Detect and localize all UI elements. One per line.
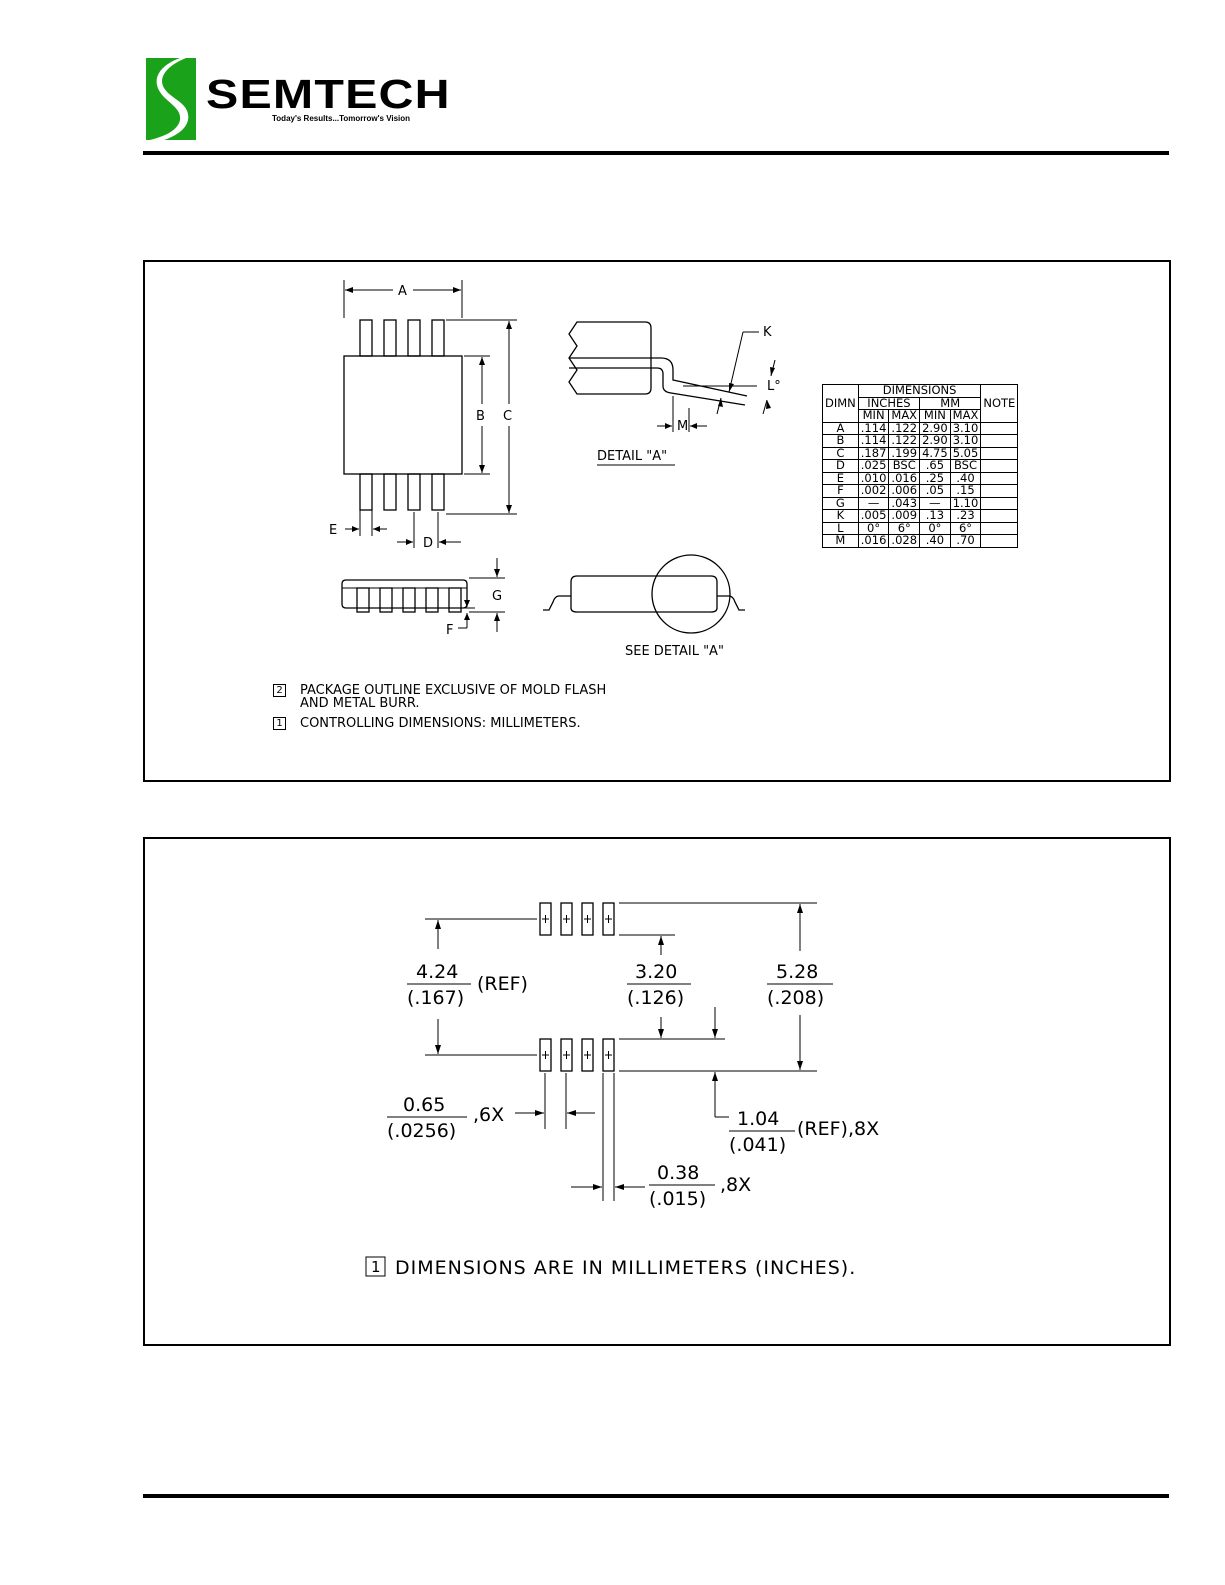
dim-label-a: A bbox=[398, 284, 407, 299]
land-note-number: 1 bbox=[371, 1258, 381, 1276]
note-number-box: 2 bbox=[273, 684, 286, 697]
dim-overall-mm: 5.28 bbox=[776, 961, 818, 983]
dim-pitch-count: ,6X bbox=[473, 1104, 504, 1126]
detail-body-section bbox=[568, 321, 652, 395]
note-number-box: 1 bbox=[273, 717, 286, 730]
dim-padw-in: (.015) bbox=[649, 1188, 706, 1210]
dim-label-m: M bbox=[677, 419, 688, 434]
bottom-leads bbox=[359, 473, 445, 511]
dim-padw-count: ,8X bbox=[720, 1174, 751, 1196]
outline-drawing-panel: A B C E D bbox=[143, 260, 1171, 782]
cell-note bbox=[980, 471, 1019, 485]
outline-drawing: A B C E D bbox=[329, 280, 781, 659]
detail-a-callout-circle bbox=[651, 554, 731, 634]
land-note-text: DIMENSIONS ARE IN MILLIMETERS (INCHES). bbox=[395, 1257, 856, 1279]
cell-mm-min: .40 bbox=[919, 534, 951, 548]
table-row: F .002 .006 .05 .15 bbox=[822, 484, 1019, 498]
cell-dim: M bbox=[822, 534, 859, 548]
side-view-leads bbox=[356, 587, 462, 613]
see-detail-a-caption: SEE DETAIL "A" bbox=[625, 644, 724, 659]
note-text: CONTROLLING DIMENSIONS: MILLIMETERS. bbox=[300, 716, 581, 731]
cell-note bbox=[980, 509, 1019, 523]
note-package-outline: 2 PACKAGE OUTLINE EXCLUSIVE OF MOLD FLASH… bbox=[273, 684, 606, 710]
dim-label-e: E bbox=[329, 523, 337, 538]
note-text: PACKAGE OUTLINE EXCLUSIVE OF MOLD FLASH bbox=[300, 683, 607, 698]
table-row: C .187 .199 4.75 5.05 bbox=[822, 446, 1019, 460]
table-row: A .114 .122 2.90 3.10 bbox=[822, 421, 1019, 435]
cell-note bbox=[980, 446, 1019, 460]
table-row: K .005 .009 .13 .23 bbox=[822, 509, 1019, 523]
detail-a-caption: DETAIL "A" bbox=[597, 449, 667, 464]
package-body-top-view bbox=[343, 355, 463, 475]
dim-padlen-suffix: (REF),8X bbox=[797, 1118, 879, 1140]
table-row: D .025 BSC .65 BSC bbox=[822, 459, 1019, 473]
dim-ref-in: (.167) bbox=[407, 987, 464, 1009]
dim-inner-mm: 3.20 bbox=[635, 961, 677, 983]
semtech-logo: SEMTECH Today's Results...Tomorrow's Vis… bbox=[146, 58, 506, 144]
cell-note bbox=[980, 521, 1019, 535]
dim-ref-mm: 4.24 bbox=[416, 961, 458, 983]
table-title: DIMENSIONS bbox=[857, 384, 982, 398]
table-dim-header: DIMN bbox=[822, 384, 859, 423]
dimensions-table: DIMN DIMENSIONS NOTE INCHES MM MIN MAX M… bbox=[822, 384, 1019, 548]
footer-rule bbox=[143, 1494, 1169, 1498]
dim-pitch-in: (.0256) bbox=[387, 1120, 456, 1142]
land-pattern-panel: 4.24 (.167) (REF) 3.20 (.126) 5.28 (.208… bbox=[143, 837, 1171, 1346]
cell-in-max: BSC bbox=[888, 459, 921, 473]
note-controlling-dimensions: 1 CONTROLLING DIMENSIONS: MILLIMETERS. bbox=[273, 717, 581, 730]
land-pattern-drawing: 4.24 (.167) (REF) 3.20 (.126) 5.28 (.208… bbox=[365, 902, 879, 1279]
table-row: G — .043 — 1.10 bbox=[822, 496, 1019, 510]
dim-label-d: D bbox=[423, 536, 433, 551]
note-number-box bbox=[365, 1256, 386, 1277]
dim-padlen-in: (.041) bbox=[729, 1134, 786, 1156]
dim-inner-in: (.126) bbox=[627, 987, 684, 1009]
semtech-s-icon bbox=[146, 58, 196, 140]
header-rule bbox=[143, 151, 1169, 155]
cell-note bbox=[980, 421, 1019, 435]
dim-label-k: K bbox=[763, 325, 772, 340]
cell-note bbox=[980, 534, 1019, 548]
cell-note bbox=[980, 496, 1019, 510]
table-row: M .016 .028 .40 .70 bbox=[822, 534, 1019, 548]
company-name: SEMTECH bbox=[206, 71, 451, 117]
dim-label-f: F bbox=[446, 623, 453, 638]
bottom-pads bbox=[539, 1038, 615, 1072]
package-body-side-view bbox=[341, 579, 468, 609]
cell-mm-max: .70 bbox=[949, 534, 982, 548]
table-row: B .114 .122 2.90 3.10 bbox=[822, 434, 1019, 448]
dim-pitch-mm: 0.65 bbox=[403, 1094, 445, 1116]
dim-ref-label: (REF) bbox=[477, 973, 528, 995]
note-text: AND METAL BURR. bbox=[300, 696, 420, 711]
cell-note bbox=[980, 484, 1019, 498]
company-tagline: Today's Results...Tomorrow's Vision bbox=[272, 114, 411, 123]
table-row: E .010 .016 .25 .40 bbox=[822, 471, 1019, 485]
cell-note bbox=[980, 459, 1019, 473]
dim-label-b: B bbox=[476, 409, 485, 424]
dim-padlen-mm: 1.04 bbox=[737, 1108, 779, 1130]
cell-in-max: .028 bbox=[888, 534, 921, 548]
package-profile-view bbox=[570, 575, 718, 613]
table-note-header: NOTE bbox=[980, 384, 1019, 423]
cell-in-min: .016 bbox=[857, 534, 890, 548]
dim-padw-mm: 0.38 bbox=[657, 1162, 699, 1184]
dim-overall-in: (.208) bbox=[767, 987, 824, 1009]
dim-label-c: C bbox=[503, 409, 512, 424]
top-leads bbox=[359, 319, 445, 357]
top-pads bbox=[539, 902, 615, 936]
table-mm-header: MM bbox=[919, 396, 982, 410]
table-row: L 0° 6° 0° 6° bbox=[822, 521, 1019, 535]
dim-label-l: L° bbox=[767, 379, 781, 394]
cell-note bbox=[980, 434, 1019, 448]
dim-label-g: G bbox=[492, 589, 502, 604]
